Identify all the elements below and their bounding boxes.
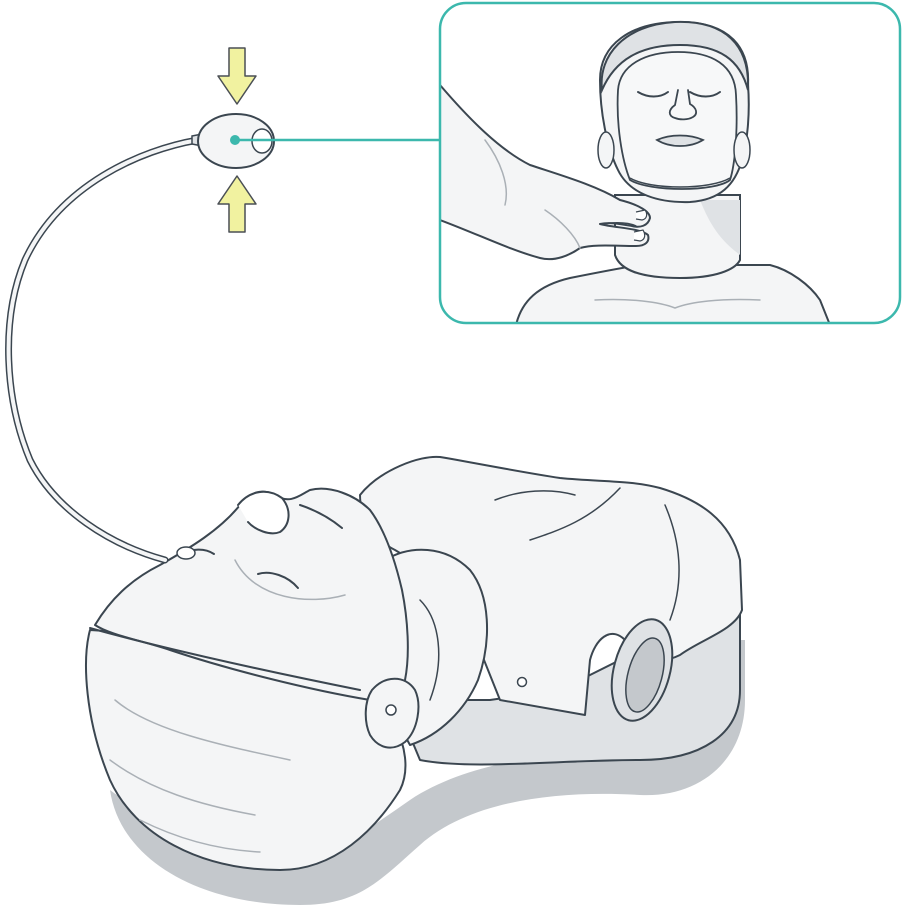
inset-fingernail-2 (634, 230, 645, 241)
arrow-down-icon (218, 48, 256, 104)
pulse-tube (9, 140, 198, 560)
inset-fingernail-1 (636, 210, 647, 220)
inset-face (618, 52, 737, 189)
tube-port (177, 547, 195, 559)
manikin (86, 457, 745, 905)
inset-ear-right (734, 132, 750, 168)
torso-screw (518, 678, 527, 687)
inset-ear-left (598, 132, 614, 168)
inset-panel (440, 3, 900, 330)
pulse-tube-inner (9, 140, 198, 560)
arrow-up-icon (218, 176, 256, 232)
ear-screw (386, 705, 396, 715)
